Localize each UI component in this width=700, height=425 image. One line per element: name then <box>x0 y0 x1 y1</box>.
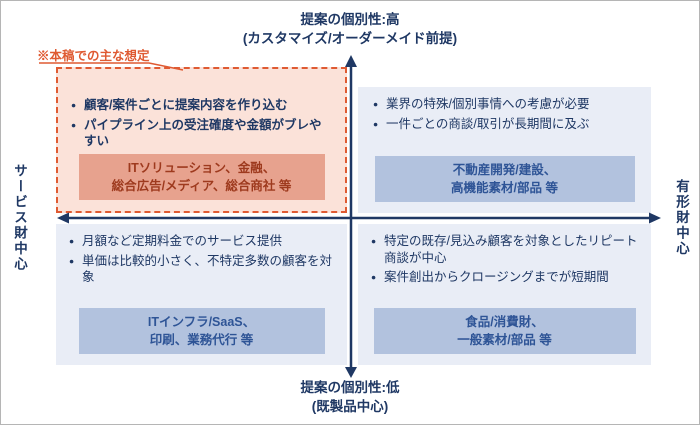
industry-chip-line: ITソリューション、金融、 <box>127 160 276 175</box>
bullet-text: 月額など定期料金でのサービス提供 <box>82 234 283 248</box>
bullet-text: 案件創出からクロージングまでが短期間 <box>384 270 609 284</box>
quadrant-bottom-right-bullets: ● 特定の既存/見込み顧客を対象としたリピート商談が中心 ● 案件創出からクロー… <box>371 233 643 286</box>
industry-chip-line: 高機能素材/部品 等 <box>451 180 558 195</box>
industry-chip-top-right: 不動産開発/建設、 高機能素材/部品 等 <box>374 155 635 202</box>
axis-label-bottom: 提案の個別性:低 (既製品中心) <box>1 379 699 417</box>
quadrant-bottom-left-bullets: ● 月額など定期料金でのサービス提供 ● 単価は比較的小さく、不特定多数の顧客を… <box>69 233 337 286</box>
bullet-text: パイプライン上の受注確度や金額がブレやすい <box>84 117 322 149</box>
bullet-icon: ● <box>371 272 377 282</box>
axis-bottom-title: 提案の個別性:低 <box>300 380 400 395</box>
industry-chip-line: ITインフラ/SaaS、 <box>147 314 256 329</box>
industry-chip-line: 一般素材/部品 等 <box>457 332 552 347</box>
bullet-icon: ● <box>69 236 75 246</box>
axis-bottom-subtitle: (既製品中心) <box>311 398 389 414</box>
bullet-text: 業界の特殊/個別事情への考慮が必要 <box>386 97 590 111</box>
industry-chip-line: 不動産開発/建設、 <box>452 162 557 177</box>
industry-chip-top-left: ITソリューション、金融、 総合広告/メディア、総合商社 等 <box>78 153 325 200</box>
bullet-item: ● 特定の既存/見込み顧客を対象としたリピート商談が中心 <box>371 233 643 266</box>
quadrant-top-right-bullets: ● 業界の特殊/個別事情への考慮が必要 ● 一件ごとの商談/取引が長期間に及ぶ <box>373 96 641 132</box>
quadrant-bottom-left: ● 月額など定期料金でのサービス提供 ● 単価は比較的小さく、不特定多数の顧客を… <box>56 224 347 365</box>
quadrant-bottom-right: ● 特定の既存/見込み顧客を対象としたリピート商談が中心 ● 案件創出からクロー… <box>358 224 651 365</box>
bullet-item: ● パイプライン上の受注確度や金額がブレやすい <box>71 117 333 150</box>
axis-top-title: 提案の個別性:高 <box>300 12 400 27</box>
main-assumption-note: ※本稿での主な想定 <box>37 49 150 63</box>
arrowhead-up-icon <box>345 55 357 67</box>
industry-chip-bottom-right: 食品/消費財、 一般素材/部品 等 <box>373 307 636 354</box>
bullet-text: 一件ごとの商談/取引が長期間に及ぶ <box>386 116 590 131</box>
bullet-item: ● 案件創出からクロージングまでが短期間 <box>371 269 643 286</box>
industry-chip-bottom-left: ITインフラ/SaaS、 印刷、業務代行 等 <box>78 307 325 354</box>
quadrant-top-left-bullets: ● 顧客/案件ごとに提案内容を作り込む ● パイプライン上の受注確度や金額がブレ… <box>71 97 333 150</box>
bullet-icon: ● <box>373 99 379 109</box>
bullet-icon: ● <box>69 255 75 266</box>
bullet-item: ● 単価は比較的小さく、不特定多数の顧客を対象 <box>69 253 337 286</box>
arrowhead-right-icon <box>649 212 661 224</box>
bullet-text: 顧客/案件ごとに提案内容を作り込む <box>84 98 288 112</box>
bullet-text: 特定の既存/見込み顧客を対象としたリピート商談が中心 <box>384 234 638 265</box>
bullet-text: 単価は比較的小さく、不特定多数の顧客を対象 <box>82 253 333 285</box>
axis-label-right: 有形財中心 <box>674 179 689 257</box>
bullet-item: ● 業界の特殊/個別事情への考慮が必要 <box>373 96 641 113</box>
bullet-item: ● 一件ごとの商談/取引が長期間に及ぶ <box>373 116 641 133</box>
bullet-item: ● 顧客/案件ごとに提案内容を作り込む <box>71 97 333 114</box>
axis-label-top: 提案の個別性:高 (カスタマイズ/オーダーメイド前提) <box>1 11 699 49</box>
quadrant-top-right: ● 業界の特殊/個別事情への考慮が必要 ● 一件ごとの商談/取引が長期間に及ぶ … <box>358 87 651 213</box>
bullet-icon: ● <box>371 236 377 246</box>
axis-top-subtitle: (カスタマイズ/オーダーメイド前提) <box>242 30 458 46</box>
arrowhead-left-icon <box>57 212 69 224</box>
arrowhead-down-icon <box>345 367 357 378</box>
quadrant-top-left: ● 顧客/案件ごとに提案内容を作り込む ● パイプライン上の受注確度や金額がブレ… <box>56 67 347 213</box>
industry-chip-line: 食品/消費財、 <box>465 314 544 329</box>
industry-chip-line: 総合広告/メディア、総合商社 等 <box>111 178 292 193</box>
industry-chip-line: 印刷、業務代行 等 <box>149 332 254 347</box>
axis-label-left: サービス財中心 <box>12 163 27 273</box>
bullet-item: ● 月額など定期料金でのサービス提供 <box>69 233 337 250</box>
bullet-icon: ● <box>71 100 77 110</box>
bullet-icon: ● <box>373 118 379 129</box>
bullet-icon: ● <box>71 119 77 130</box>
